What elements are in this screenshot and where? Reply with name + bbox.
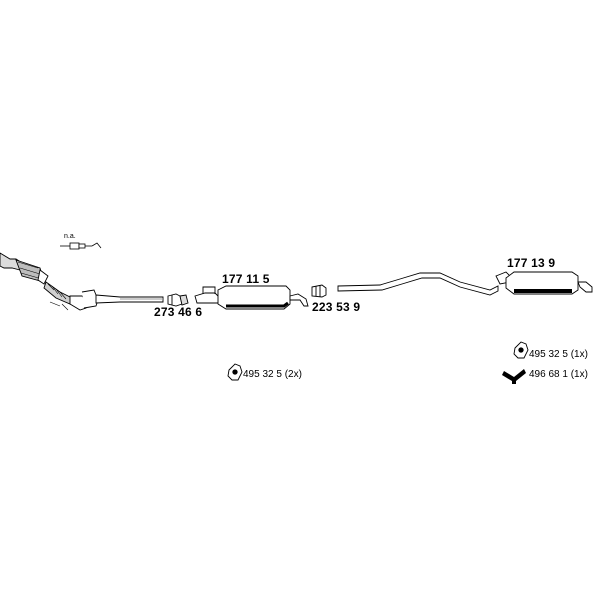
rear-silencer-part xyxy=(495,271,593,295)
pipe-connector-number: 273 46 6 xyxy=(154,305,203,319)
rear-silencer-number: 177 13 9 xyxy=(507,256,556,270)
hanger-icon xyxy=(502,369,526,384)
oxygen-sensor xyxy=(60,242,102,250)
clamp-number: 223 53 9 xyxy=(312,300,361,314)
rubber-mount-b-qty: (1x) xyxy=(570,349,588,360)
middle-silencer-number: 177 11 5 xyxy=(222,272,270,286)
hanger-number: 496 68 1 xyxy=(529,369,568,380)
rubber-mount-a-number: 495 32 5 xyxy=(243,369,282,380)
rubber-mount-b-number: 495 32 5 xyxy=(529,349,568,360)
rubber-mount-a-qty: (2x) xyxy=(284,369,302,380)
front-pipe xyxy=(95,294,164,304)
front-pipe-catalyst xyxy=(0,252,99,311)
pipe-connector-part xyxy=(167,293,189,307)
rubber-mount-b-label: 495 32 5 (1x) xyxy=(529,350,588,360)
rubber-mount-icon-2 xyxy=(513,341,529,359)
clamp-part xyxy=(311,284,327,298)
rubber-mount-a-label: 495 32 5 (2x) xyxy=(243,370,302,380)
hanger-label: 496 68 1 (1x) xyxy=(529,370,588,380)
middle-silencer-part xyxy=(194,285,309,310)
not-available-note: n.a. xyxy=(64,233,76,240)
hanger-qty: (1x) xyxy=(570,369,588,380)
intermediate-pipe xyxy=(337,272,499,296)
rubber-mount-icon xyxy=(227,363,243,381)
